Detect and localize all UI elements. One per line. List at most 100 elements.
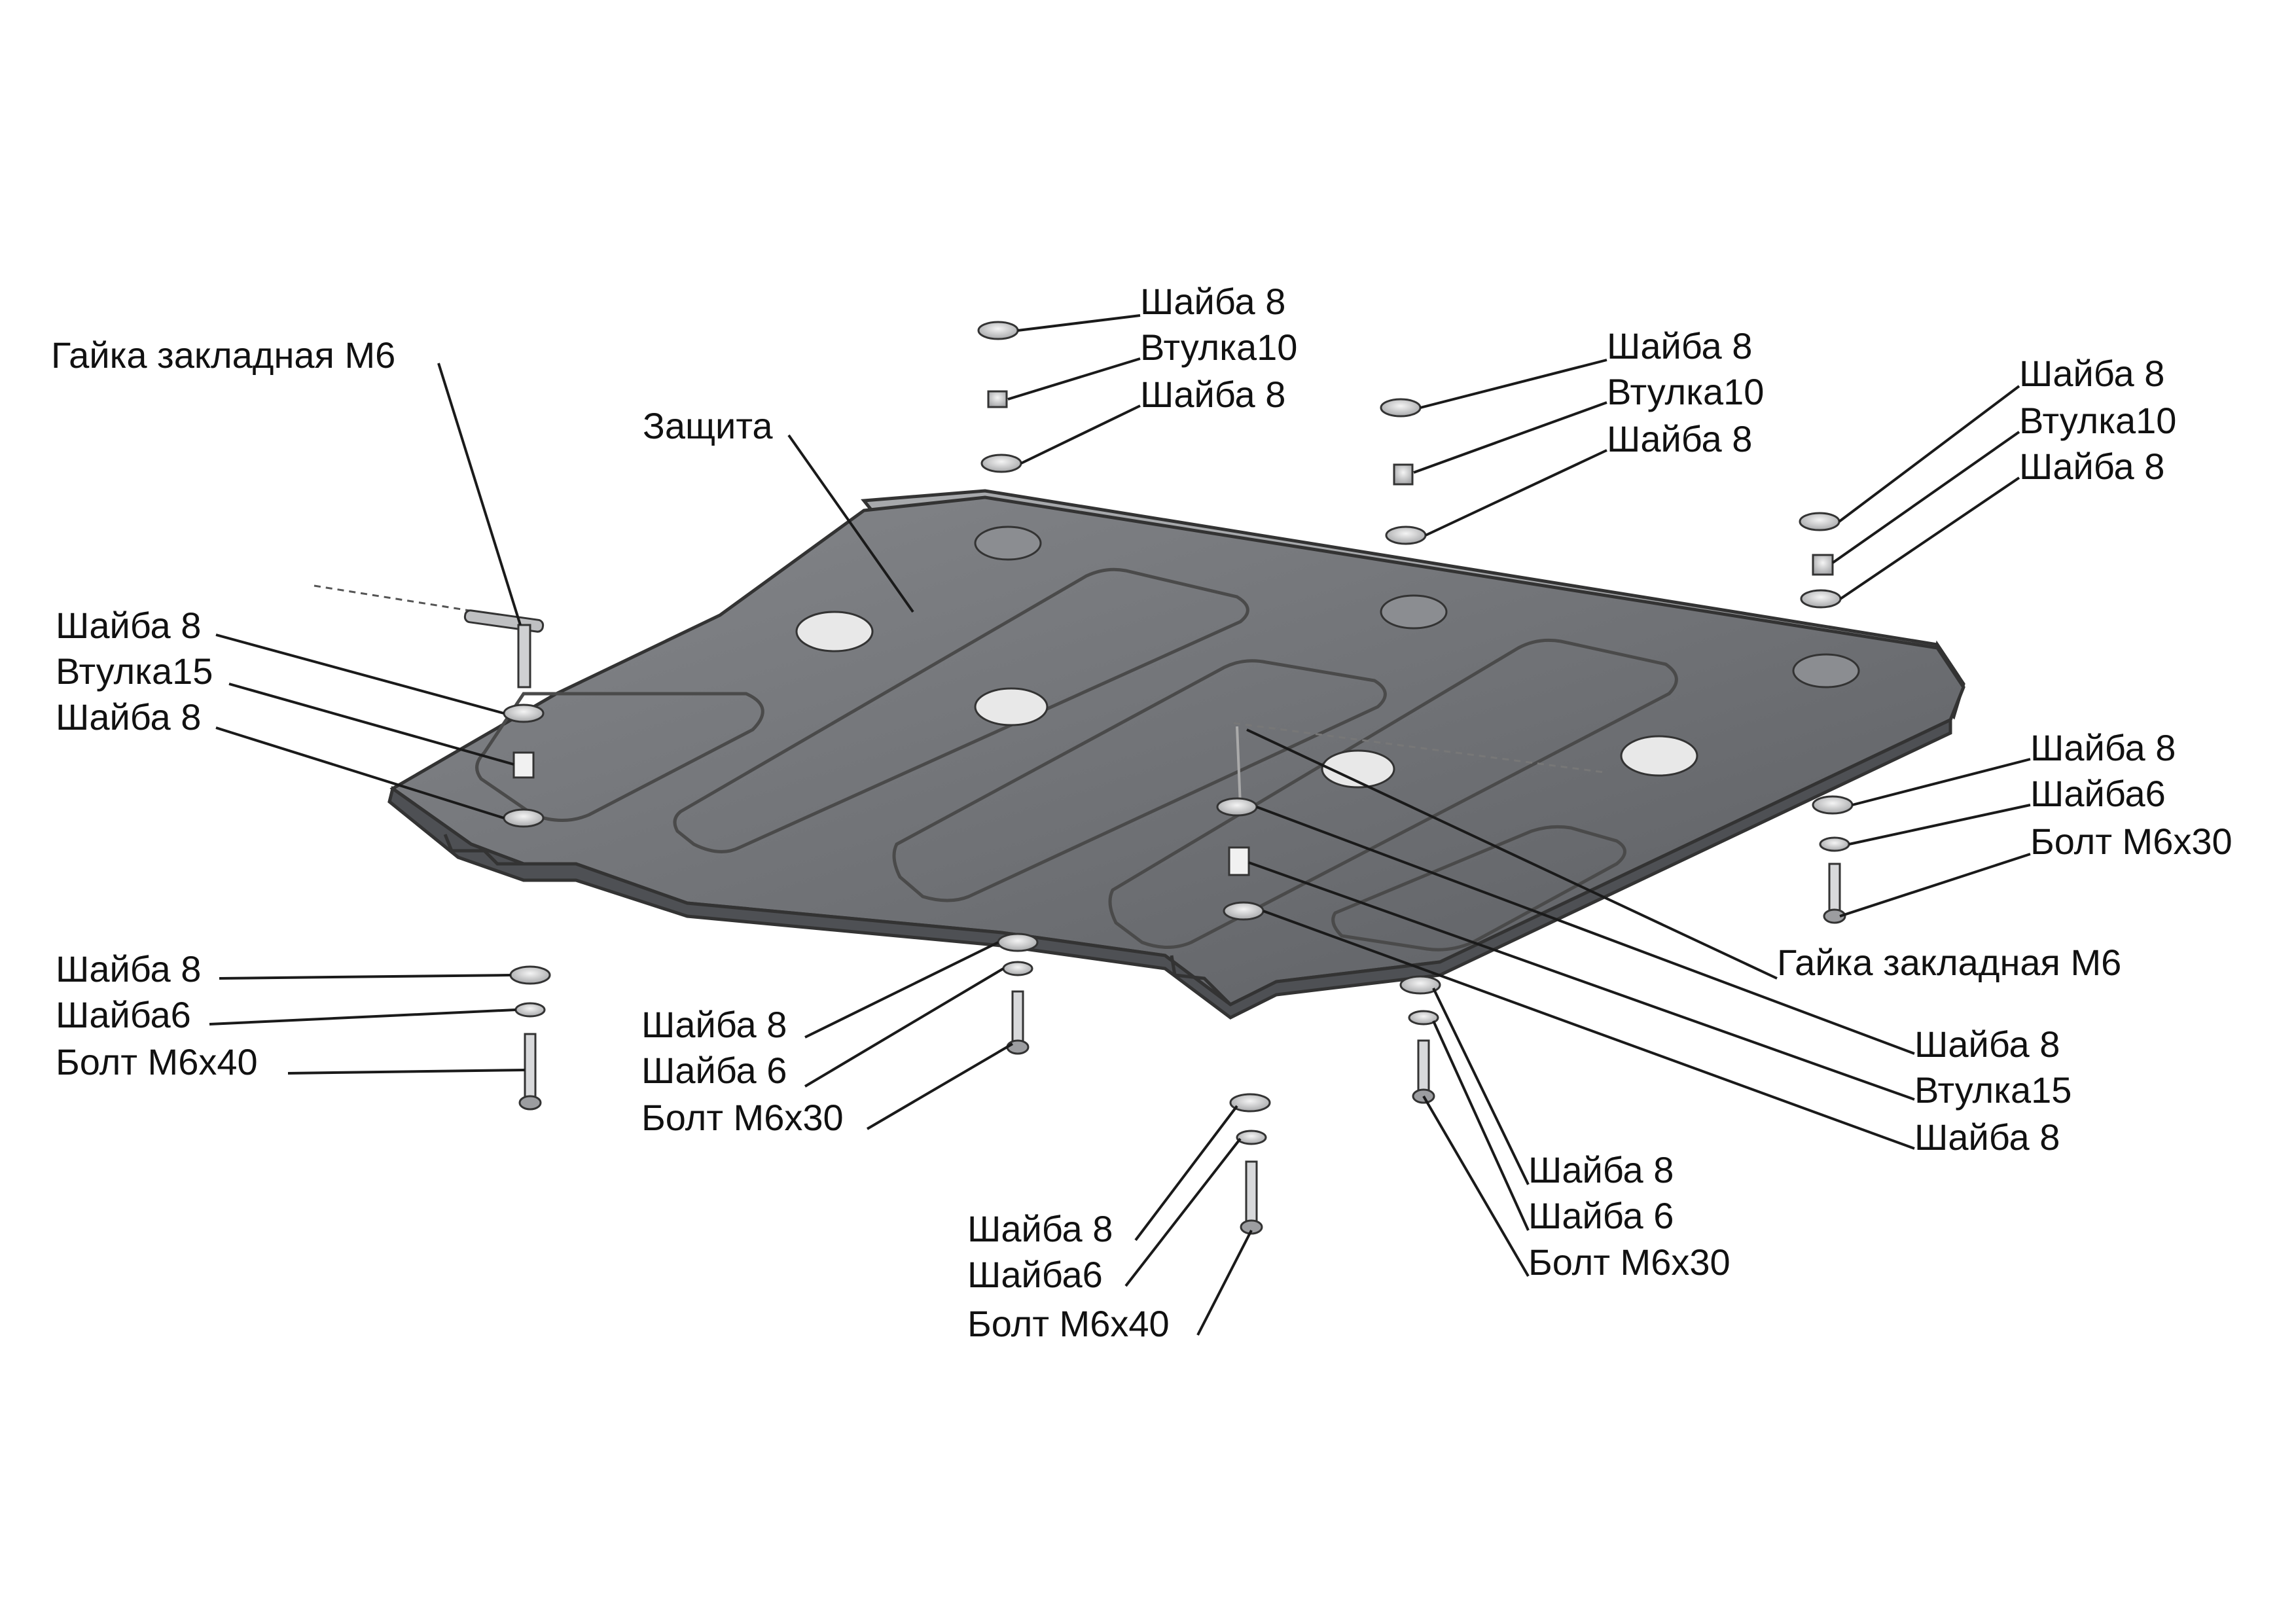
labels: Гайка закладная М6 Защита Шайба 8 Втулка… [51, 281, 2233, 1344]
label-shayba8-tc-2: Шайба 8 [1140, 374, 1285, 415]
plate-groove-right-1 [1108, 638, 1678, 949]
leader-shayba8-rm-2 [1263, 910, 1915, 1150]
leader-bolt-m6x30-bc [866, 1043, 1014, 1130]
leader-vtulka10-tc [1007, 357, 1141, 401]
washer-tc-1 [977, 321, 1019, 340]
washer-bc-1 [997, 933, 1039, 952]
plate-groove-right-2 [1331, 825, 1626, 952]
leader-shayba8-r-1 [1852, 758, 2031, 806]
label-bolt-m6x40-ll: Болт М6х40 [56, 1041, 258, 1082]
label-vtulka15-rm: Втулка15 [1914, 1069, 2072, 1111]
washer-bb-2 [1236, 1130, 1267, 1145]
leader-gayka-tl [437, 363, 522, 626]
leader-shayba8-tr-2 [1839, 476, 2020, 600]
bolt-br [1417, 1039, 1430, 1094]
plate-boss-2 [974, 687, 1049, 726]
leader-lines [209, 314, 2031, 1336]
axis-line-left [314, 584, 478, 613]
bushing-l [512, 751, 535, 779]
leader-shayba6-bc [804, 967, 1005, 1088]
washer-tm-2 [1385, 526, 1427, 545]
embedded-nut-left-stem [517, 624, 531, 688]
washer-tm-1 [1380, 398, 1422, 418]
label-shayba8-l-2: Шайба 8 [56, 696, 201, 738]
washer-ll-2 [514, 1002, 546, 1018]
label-gayka-zakladnaya-r: Гайка закладная М6 [1777, 942, 2121, 983]
plate-recess-1 [974, 526, 1042, 561]
label-shayba8-rm-1: Шайба 8 [1914, 1024, 2060, 1065]
leader-shayba8-bb [1134, 1105, 1238, 1241]
washer-tc-2 [980, 454, 1022, 473]
bolt-bb-head [1240, 1219, 1263, 1235]
leader-shayba8-tm-2 [1425, 449, 1607, 537]
washer-bc-2 [1002, 961, 1033, 976]
leader-shayba6-br [1432, 1020, 1530, 1231]
label-bolt-m6x30-br: Болт М6х30 [1528, 1241, 1731, 1283]
bushing-tc [987, 390, 1008, 408]
label-vtulka10-tc: Втулка10 [1140, 327, 1297, 368]
washer-br-2 [1408, 1010, 1439, 1026]
washer-r-1 [1812, 795, 1854, 815]
leader-shayba8-l-1 [215, 633, 505, 715]
label-shayba8-r-1: Шайба 8 [2030, 727, 2176, 768]
bolt-ll [524, 1033, 537, 1101]
label-vtulka10-tm: Втулка10 [1607, 371, 1764, 412]
embedded-nut-right [1236, 726, 1242, 806]
label-shayba8-ll: Шайба 8 [56, 948, 201, 990]
bolt-ll-head [518, 1095, 542, 1111]
plate-tab-center [1170, 955, 1232, 1006]
plate-boss-3 [1321, 749, 1395, 789]
label-bolt-m6x30-bc: Болт М6х30 [641, 1097, 844, 1138]
label-shayba6-bc: Шайба 6 [641, 1050, 787, 1091]
label-shayba8-bb: Шайба 8 [967, 1208, 1113, 1249]
washer-ll-1 [509, 965, 551, 985]
label-shayba6-bb: Шайба6 [967, 1254, 1103, 1295]
leader-bolt-m6x30-br [1422, 1095, 1530, 1277]
washer-tr-1 [1799, 512, 1840, 531]
washer-l-1 [503, 704, 545, 723]
leader-vtulka15-rm [1248, 861, 1915, 1101]
leader-shayba8-br [1432, 988, 1530, 1185]
plate-recess-3 [1792, 653, 1860, 688]
leader-shayba6-bb [1124, 1137, 1242, 1287]
leader-shayba8-tm-1 [1420, 359, 1607, 409]
washer-rm-1 [1216, 797, 1258, 817]
label-shayba8-tm-1: Шайба 8 [1607, 325, 1752, 366]
leader-shayba8-rm-1 [1256, 806, 1915, 1055]
washer-tr-2 [1800, 589, 1842, 609]
label-bolt-m6x30-r: Болт М6х30 [2030, 821, 2233, 862]
leader-shayba6-ll [209, 1008, 516, 1026]
leader-shayba8-ll [219, 974, 511, 980]
leader-bolt-m6x40-bb [1196, 1230, 1253, 1336]
plate-groove-center-2 [892, 659, 1387, 902]
washer-bb-1 [1229, 1093, 1271, 1113]
bushing-tr [1812, 554, 1834, 576]
washer-l-2 [503, 808, 545, 828]
leader-vtulka10-tr [1831, 431, 2020, 564]
label-shayba8-tr-2: Шайба 8 [2019, 446, 2164, 487]
plate-recess-2 [1380, 594, 1448, 630]
leader-vtulka15-l [228, 683, 514, 766]
leader-zashchita [787, 434, 914, 613]
label-bolt-m6x40-bb: Болт М6х40 [967, 1303, 1170, 1344]
leader-bolt-m6x40-ll [287, 1069, 526, 1075]
label-vtulka15-l: Втулка15 [56, 651, 213, 692]
leader-vtulka10-tm [1413, 401, 1607, 474]
leader-shayba8-tr-1 [1838, 385, 2020, 523]
washer-br-1 [1399, 975, 1441, 995]
label-zashchita: Защита [643, 405, 773, 446]
leader-shayba8-bc [804, 941, 999, 1039]
washer-rm-2 [1223, 901, 1265, 921]
leader-gayka-r [1246, 728, 1778, 980]
leader-shayba8-tc-2 [1020, 404, 1141, 465]
axis-line-right [1233, 722, 1604, 774]
leader-shayba6-r [1848, 804, 2031, 846]
plate-groove-left [475, 692, 764, 822]
label-gayka-zakladnaya-tl: Гайка закладная М6 [51, 334, 395, 376]
label-vtulka10-tr: Втулка10 [2019, 400, 2176, 441]
bolt-bc [1011, 990, 1024, 1045]
plate-body [389, 495, 1965, 1007]
bushing-rm [1228, 846, 1250, 876]
protection-plate [387, 489, 1965, 1020]
